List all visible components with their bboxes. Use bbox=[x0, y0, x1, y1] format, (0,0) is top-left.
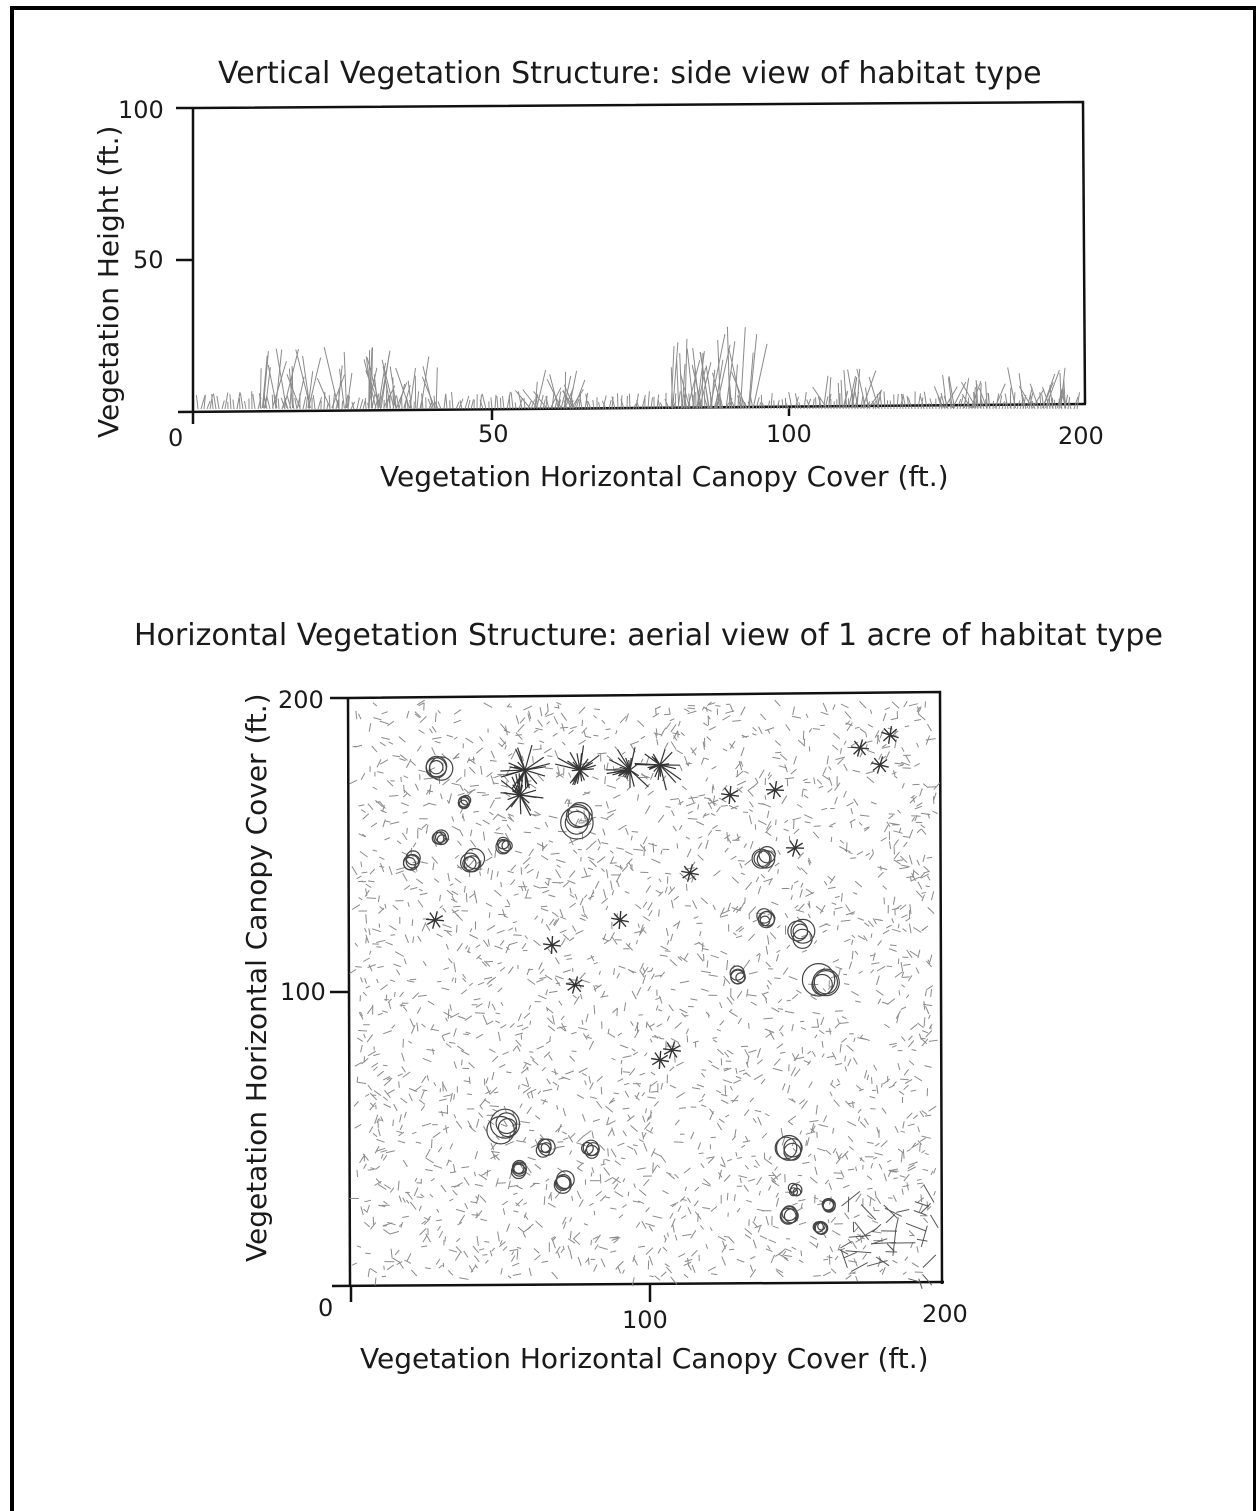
bottom-panel-title: Horizontal Vegetation Structure: aerial … bbox=[134, 618, 1163, 653]
page-frame bbox=[10, 6, 1256, 1511]
bottom-x-tick-100: 100 bbox=[622, 1306, 668, 1334]
top-x-tick-200: 200 bbox=[1058, 422, 1104, 450]
aerial-view-shrub-clusters bbox=[402, 744, 840, 1235]
top-plot-frame bbox=[176, 100, 1087, 424]
bottom-x-axis-label: Vegetation Horizontal Canopy Cover (ft.) bbox=[360, 1342, 929, 1375]
top-x-tick-50: 50 bbox=[478, 420, 509, 448]
bottom-y-tick-200: 200 bbox=[278, 686, 324, 714]
bottom-x-tick-200: 200 bbox=[922, 1300, 968, 1328]
bottom-x-tick-0: 0 bbox=[318, 1294, 334, 1322]
top-y-tick-100: 100 bbox=[118, 96, 164, 124]
top-panel-title: Vertical Vegetation Structure: side view… bbox=[218, 56, 1042, 91]
top-y-tick-50: 50 bbox=[133, 246, 164, 274]
bottom-y-tick-100: 100 bbox=[280, 978, 326, 1006]
aerial-view-vegetation-sketch bbox=[349, 699, 941, 1287]
aerial-view-forb-stars bbox=[425, 725, 939, 1289]
top-x-tick-0: 0 bbox=[168, 424, 184, 452]
top-x-axis-label: Vegetation Horizontal Canopy Cover (ft.) bbox=[380, 460, 949, 493]
side-view-vegetation-sketch bbox=[195, 326, 1080, 410]
top-x-tick-100: 100 bbox=[766, 420, 812, 448]
bottom-plot-frame bbox=[330, 690, 945, 1302]
